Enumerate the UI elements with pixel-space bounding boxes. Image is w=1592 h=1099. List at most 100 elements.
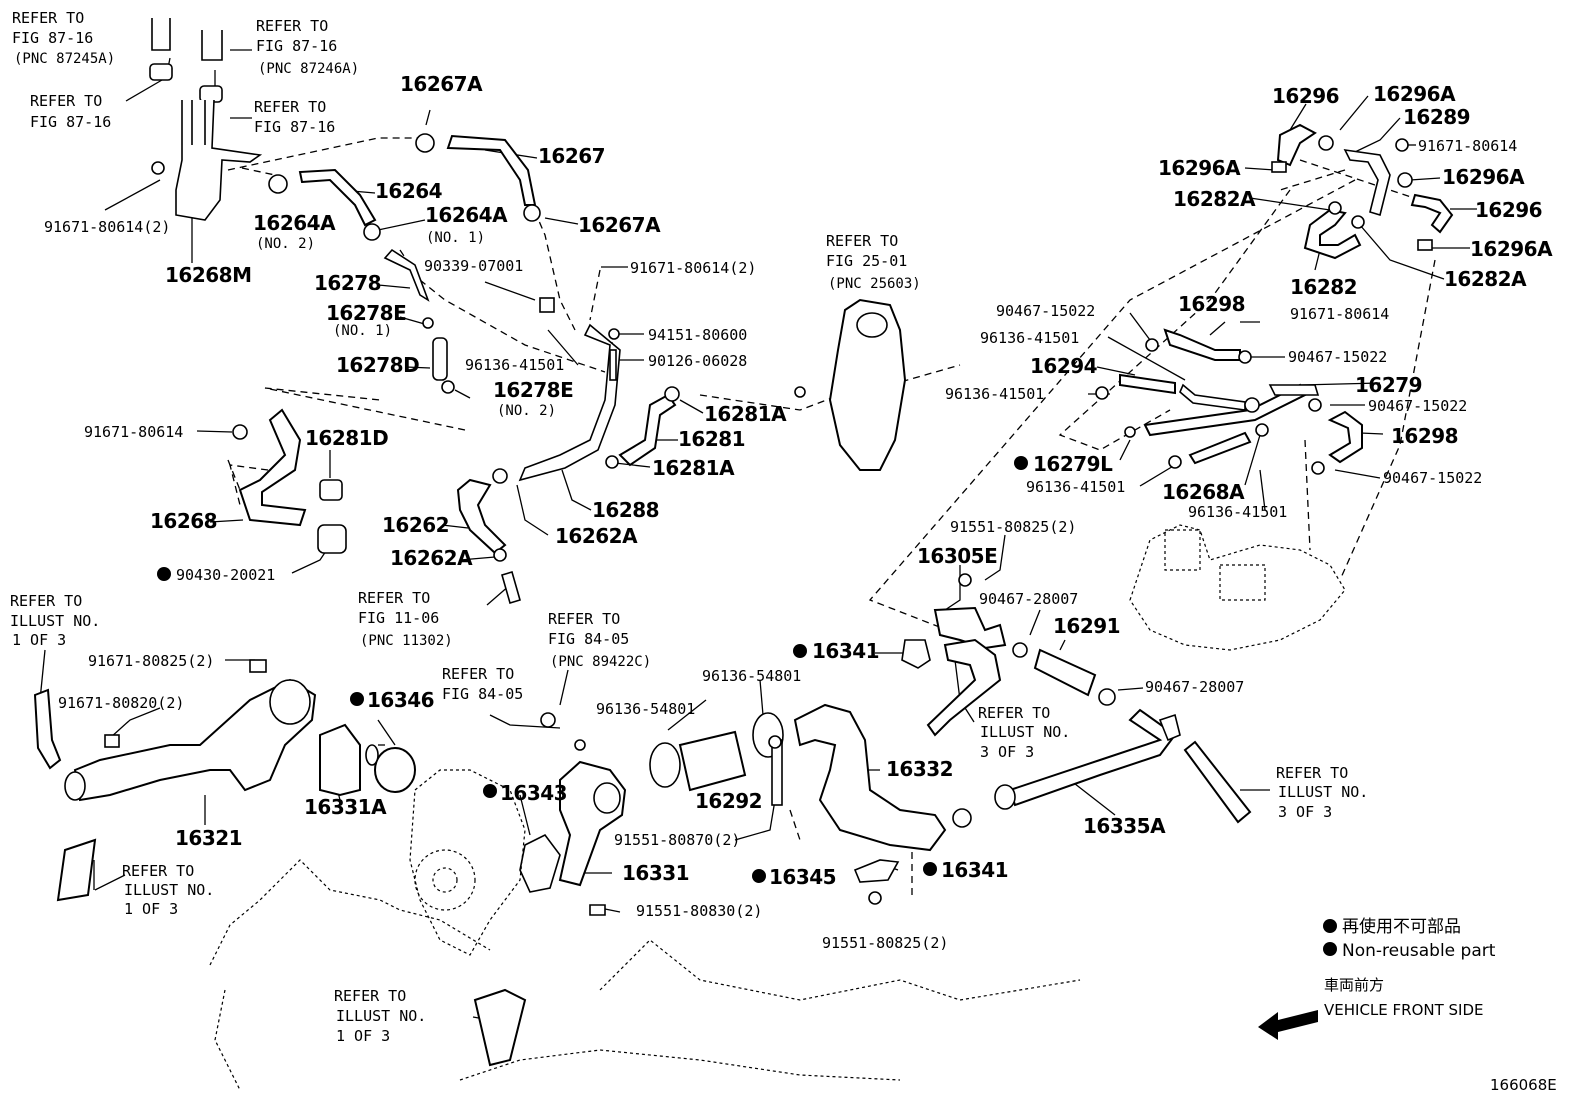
part-label-16278e[interactable]: 16278E <box>326 301 407 325</box>
part-number[interactable]: 96136-41501 <box>945 385 1044 403</box>
part-label-16298[interactable]: 16298 <box>1391 424 1459 448</box>
part-number[interactable]: 96136-41501 <box>1026 478 1125 496</box>
part-label-16262a[interactable]: 16262A <box>555 524 639 548</box>
part-label-16345[interactable]: 16345 <box>769 865 837 889</box>
part-label-16278[interactable]: 16278 <box>314 271 382 295</box>
part-label-16281[interactable]: 16281 <box>678 427 746 451</box>
part-label-16281a[interactable]: 16281A <box>704 402 788 426</box>
part-number[interactable]: 96136-54801 <box>596 700 695 718</box>
part-number[interactable]: 91551-80870(2) <box>614 831 740 849</box>
part-label-16296[interactable]: 16296 <box>1272 84 1340 108</box>
ref-1-line-3: (PNC 87245A) <box>14 51 115 67</box>
part-label-16264[interactable]: 16264 <box>375 179 443 203</box>
part-label-16331[interactable]: 16331 <box>622 861 690 885</box>
part-number[interactable]: 90467-15022 <box>996 302 1095 320</box>
ref-6-line-2: FIG 11-06 <box>358 609 439 627</box>
part-number[interactable]: 91671-80614 <box>1290 305 1389 323</box>
legend-en: Non-reusable part <box>1342 941 1496 961</box>
part-label-16296[interactable]: 16296 <box>1475 198 1543 222</box>
part-number[interactable]: 91671-80820(2) <box>58 694 184 712</box>
part-label-16282a[interactable]: 16282A <box>1173 187 1257 211</box>
front-label-en: VEHICLE FRONT SIDE <box>1324 1001 1484 1019</box>
part-label-16264a[interactable]: 16264A <box>425 203 509 227</box>
ref-5-line-1: REFER TO <box>826 232 898 250</box>
part-numbers: 91671-80614(2) 90339-07001 91671-80614(2… <box>44 137 1517 952</box>
part-label-16296a[interactable]: 16296A <box>1470 237 1554 261</box>
part-label-16321[interactable]: 16321 <box>175 826 243 850</box>
part-label-16341[interactable]: 16341 <box>941 858 1009 882</box>
part-label-16332[interactable]: 16332 <box>886 757 954 781</box>
ref-10-line-3: 3 OF 3 <box>980 743 1034 761</box>
part-label-16289[interactable]: 16289 <box>1403 105 1471 129</box>
part-number[interactable]: 91671-80614 <box>84 423 183 441</box>
ref-13-line-2: ILLUST NO. <box>336 1007 426 1025</box>
part-number[interactable]: 96136-54801 <box>702 667 801 685</box>
front-label-jp: 車両前方 <box>1324 976 1384 994</box>
part-number[interactable]: 91551-80825(2) <box>950 518 1076 536</box>
part-number[interactable]: 90467-28007 <box>979 590 1078 608</box>
part-label-16262a[interactable]: 16262A <box>390 546 474 570</box>
part-label-16346[interactable]: 16346 <box>367 688 435 712</box>
part-label-16343[interactable]: 16343 <box>500 781 568 805</box>
ref-7-line-3: 1 OF 3 <box>12 631 66 649</box>
part-number[interactable]: 91671-80825(2) <box>88 652 214 670</box>
part-label-16281a[interactable]: 16281A <box>652 456 736 480</box>
part-number[interactable]: 90467-15022 <box>1368 397 1467 415</box>
part-label-16267[interactable]: 16267 <box>538 144 606 168</box>
part-label-16335a[interactable]: 16335A <box>1083 814 1167 838</box>
part-label-16281d[interactable]: 16281D <box>305 426 389 450</box>
part-label-16268[interactable]: 16268 <box>150 509 218 533</box>
legend-bullet-icon <box>1323 919 1337 933</box>
part-shapes <box>33 18 1454 1091</box>
leader-lines <box>39 49 1477 1021</box>
part-label-16282a[interactable]: 16282A <box>1444 267 1528 291</box>
part-label-16292[interactable]: 16292 <box>695 789 763 813</box>
part-label-16267a[interactable]: 16267A <box>578 213 662 237</box>
part-number[interactable]: 96136-41501 <box>1188 503 1287 521</box>
part-label-16268a[interactable]: 16268A <box>1162 480 1246 504</box>
part-label-16305e[interactable]: 16305E <box>917 544 998 568</box>
note-no-1: (NO. 1) <box>333 323 392 339</box>
ref-5-line-2: FIG 25-01 <box>826 252 907 270</box>
part-label-16278d[interactable]: 16278D <box>336 353 420 377</box>
part-number[interactable]: 96136-41501 <box>465 356 564 374</box>
part-label-16267a[interactable]: 16267A <box>400 72 484 96</box>
part-number[interactable]: 91551-80830(2) <box>636 902 762 920</box>
part-label-16288[interactable]: 16288 <box>592 498 660 522</box>
part-label-16279l[interactable]: 16279L <box>1033 452 1114 476</box>
part-label-16294[interactable]: 16294 <box>1030 354 1098 378</box>
part-number[interactable]: 90430-20021 <box>176 566 275 584</box>
part-label-16296a[interactable]: 16296A <box>1373 82 1457 106</box>
part-number[interactable]: 91551-80825(2) <box>822 934 948 952</box>
legend-bullet-icon <box>1323 942 1337 956</box>
part-number[interactable]: 91671-80614(2) <box>44 218 170 236</box>
part-label-16331a[interactable]: 16331A <box>304 795 388 819</box>
ref-1-line-2: FIG 87-16 <box>12 29 93 47</box>
part-number[interactable]: 94151-80600 <box>648 326 747 344</box>
ref-13-line-3: 1 OF 3 <box>336 1027 390 1045</box>
part-number[interactable]: 90467-15022 <box>1288 348 1387 366</box>
part-label-16282[interactable]: 16282 <box>1290 275 1358 299</box>
part-label-16268m[interactable]: 16268M <box>165 263 252 287</box>
part-label-16279[interactable]: 16279 <box>1355 373 1423 397</box>
ref-7-line-1: REFER TO <box>10 592 82 610</box>
ref-13-line-1: REFER TO <box>334 987 406 1005</box>
part-number[interactable]: 91671-80614(2) <box>630 259 756 277</box>
part-number[interactable]: 90339-07001 <box>424 257 523 275</box>
part-number[interactable]: 96136-41501 <box>980 329 1079 347</box>
part-label-16291[interactable]: 16291 <box>1053 614 1121 638</box>
part-label-16341[interactable]: 16341 <box>812 639 880 663</box>
part-label-16262[interactable]: 16262 <box>382 513 450 537</box>
ref-8-line-1: REFER TO <box>548 610 620 628</box>
part-label-16296a[interactable]: 16296A <box>1158 156 1242 180</box>
part-label-16264a[interactable]: 16264A <box>253 211 337 235</box>
part-number[interactable]: 90467-15022 <box>1383 469 1482 487</box>
ref-6-line-1: REFER TO <box>358 589 430 607</box>
part-number[interactable]: 91671-80614 <box>1418 137 1517 155</box>
part-label-16298[interactable]: 16298 <box>1178 292 1246 316</box>
part-number[interactable]: 90126-06028 <box>648 352 747 370</box>
part-number[interactable]: 90467-28007 <box>1145 678 1244 696</box>
part-label-16296a[interactable]: 16296A <box>1442 165 1526 189</box>
part-label-16278e[interactable]: 16278E <box>493 378 574 402</box>
